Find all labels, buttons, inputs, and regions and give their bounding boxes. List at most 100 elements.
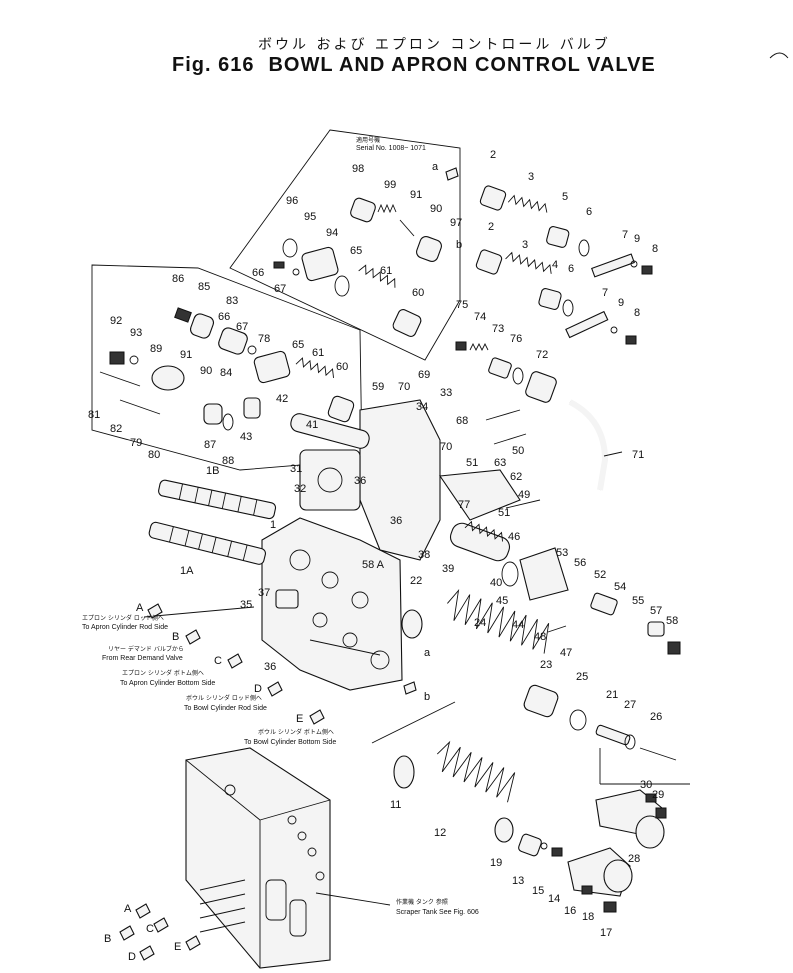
part-label-1b: 1B xyxy=(206,465,219,477)
part-label-97: 97 xyxy=(450,217,462,229)
part-label-7b: 7 xyxy=(602,287,608,299)
part-label-15: 15 xyxy=(532,885,544,897)
valve-body xyxy=(261,399,441,691)
port-a-jp: エプロン シリンダ ロッド側へ xyxy=(82,614,164,622)
part-label-3b: 3 xyxy=(522,239,528,251)
part-label-79: 79 xyxy=(130,437,142,449)
part-label-60b: 60 xyxy=(336,361,348,373)
part-label-31: 31 xyxy=(290,463,302,475)
figure-number: Fig. 616 xyxy=(172,54,255,76)
port-e-label: To Bowl Cylinder Bottom Side xyxy=(244,739,336,746)
part-label-76: 76 xyxy=(510,333,522,345)
right-side-parts xyxy=(439,341,681,655)
part-label-23: 23 xyxy=(540,659,552,671)
part-label-66b: 66 xyxy=(218,311,230,323)
bottom-letter-a: A xyxy=(124,903,132,915)
part-label-17: 17 xyxy=(600,927,612,939)
part-label-55: 55 xyxy=(632,595,644,607)
part-label-63: 63 xyxy=(494,457,506,469)
part-label-25: 25 xyxy=(576,671,588,683)
part-label-77: 77 xyxy=(458,499,470,511)
bottom-letter-c: C xyxy=(146,923,154,935)
part-label-36a: 36 xyxy=(354,475,366,487)
bottom-letter-b: B xyxy=(104,933,111,945)
scraper-note: Scraper Tank See Fig. 606 xyxy=(396,909,479,916)
part-label-65b: 65 xyxy=(292,339,304,351)
part-label-2b: 2 xyxy=(488,221,494,233)
upper-frame-parts xyxy=(273,197,442,337)
part-label-7a: 7 xyxy=(622,229,628,241)
part-label-96: 96 xyxy=(286,195,298,207)
part-label-60a: 60 xyxy=(412,287,424,299)
part-label-54: 54 xyxy=(614,581,626,593)
part-label-80: 80 xyxy=(148,449,160,461)
part-label-67a: 67 xyxy=(274,283,286,295)
part-label-56: 56 xyxy=(574,557,586,569)
part-label-19: 19 xyxy=(490,857,502,869)
bottom-letter-d: D xyxy=(128,951,136,963)
part-label-28: 28 xyxy=(628,853,640,865)
part-label-21: 21 xyxy=(606,689,618,701)
marker-a-mid: a xyxy=(424,647,431,659)
scraper-note-jp: 作業機 タンク 参照 xyxy=(396,898,448,906)
part-label-32: 32 xyxy=(294,483,306,495)
port-a-label: To Apron Cylinder Rod Side xyxy=(82,624,168,631)
part-label-72: 72 xyxy=(536,349,548,361)
port-arrows xyxy=(119,167,459,961)
part-label-45: 45 xyxy=(496,595,508,607)
japanese-title: ボウル および エプロン コントロール バルブ xyxy=(258,37,611,53)
part-label-48: 48 xyxy=(534,631,546,643)
part-label-36b: 36 xyxy=(390,515,402,527)
part-label-83: 83 xyxy=(226,295,238,307)
part-label-70b: 70 xyxy=(440,441,452,453)
part-label-62: 62 xyxy=(510,471,522,483)
part-label-16: 16 xyxy=(564,905,576,917)
bottom-spring-assembly xyxy=(393,740,633,913)
part-label-53: 53 xyxy=(556,547,568,559)
part-label-52: 52 xyxy=(594,569,606,581)
part-label-37: 37 xyxy=(258,587,270,599)
port-e-jp: ボウル シリンダ ボトム側へ xyxy=(258,728,334,736)
part-label-1: 1 xyxy=(270,519,276,531)
marker-a-top: a xyxy=(432,161,439,173)
part-label-26: 26 xyxy=(650,711,662,723)
part-label-66a: 66 xyxy=(252,267,264,279)
port-d-letter: D xyxy=(254,683,262,695)
part-label-24: 24 xyxy=(474,617,486,629)
part-label-67b: 67 xyxy=(236,321,248,333)
upper-right-assembly xyxy=(475,185,653,345)
part-label-51b: 51 xyxy=(498,507,510,519)
part-label-29: 29 xyxy=(652,789,664,801)
part-label-84: 84 xyxy=(220,367,232,379)
part-label-3a: 3 xyxy=(528,171,534,183)
part-label-6b: 6 xyxy=(568,263,574,275)
left-frame-parts xyxy=(99,307,355,431)
part-label-14: 14 xyxy=(548,893,560,905)
part-label-86: 86 xyxy=(172,273,184,285)
part-label-42: 42 xyxy=(276,393,288,405)
part-label-50: 50 xyxy=(512,445,524,457)
part-label-46: 46 xyxy=(508,531,520,543)
part-label-88: 88 xyxy=(222,455,234,467)
corner-mark xyxy=(769,52,789,59)
part-label-58a: 58 A xyxy=(362,559,385,571)
part-label-99: 99 xyxy=(384,179,396,191)
port-c-label: To Apron Cylinder Bottom Side xyxy=(120,680,215,687)
part-label-49: 49 xyxy=(518,489,530,501)
part-label-39: 39 xyxy=(442,563,454,575)
port-c-jp: エプロン シリンダ ボトム側へ xyxy=(122,669,204,677)
part-label-43: 43 xyxy=(240,431,252,443)
part-label-38: 38 xyxy=(418,549,430,561)
part-label-5: 5 xyxy=(562,191,568,203)
part-label-30: 30 xyxy=(640,779,652,791)
part-label-91a: 91 xyxy=(410,189,422,201)
port-labels: A エプロン シリンダ ロッド側へ To Apron Cylinder Rod … xyxy=(82,161,479,963)
port-d-jp: ボウル シリンダ ロッド側へ xyxy=(186,694,262,702)
leader-lines xyxy=(143,451,690,906)
part-label-61b: 61 xyxy=(312,347,324,359)
part-label-59: 59 xyxy=(372,381,384,393)
upper-detail-frame xyxy=(229,129,461,361)
port-b-letter: B xyxy=(172,631,179,643)
